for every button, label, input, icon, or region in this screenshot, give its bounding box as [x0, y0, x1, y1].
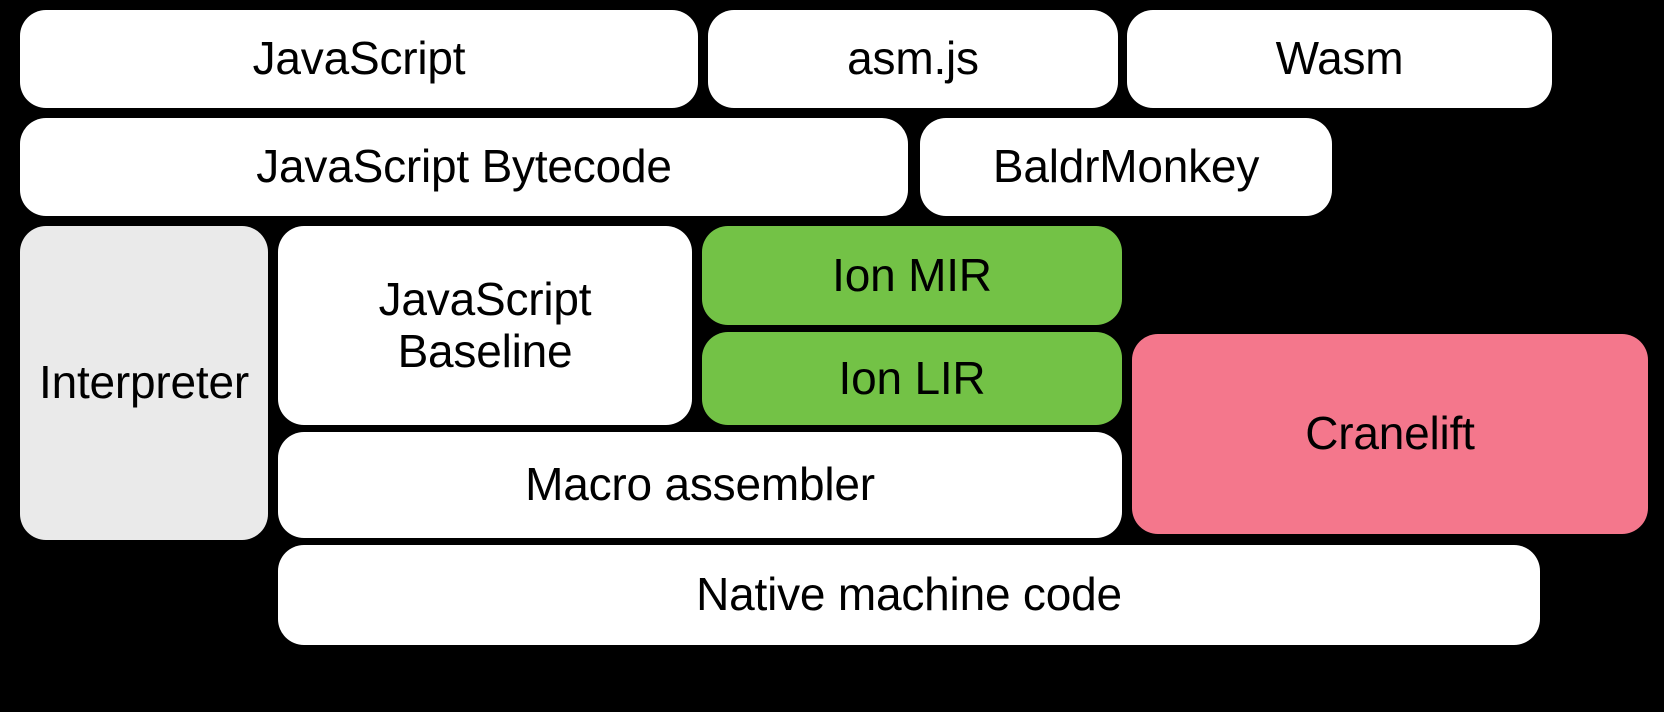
- node-baldrmonkey[interactable]: BaldrMonkey: [920, 118, 1332, 216]
- node-javascript-baseline[interactable]: JavaScript Baseline: [278, 226, 692, 425]
- node-wasm[interactable]: Wasm: [1127, 10, 1552, 108]
- node-javascript-bytecode[interactable]: JavaScript Bytecode: [20, 118, 908, 216]
- node-ion-lir[interactable]: Ion LIR: [702, 332, 1122, 425]
- node-javascript[interactable]: JavaScript: [20, 10, 698, 108]
- node-macro-assembler[interactable]: Macro assembler: [278, 432, 1122, 538]
- node-cranelift[interactable]: Cranelift: [1132, 334, 1648, 534]
- node-asmjs[interactable]: asm.js: [708, 10, 1118, 108]
- node-interpreter[interactable]: Interpreter: [20, 226, 268, 540]
- node-ion-mir[interactable]: Ion MIR: [702, 226, 1122, 325]
- node-native-machine-code[interactable]: Native machine code: [278, 545, 1540, 645]
